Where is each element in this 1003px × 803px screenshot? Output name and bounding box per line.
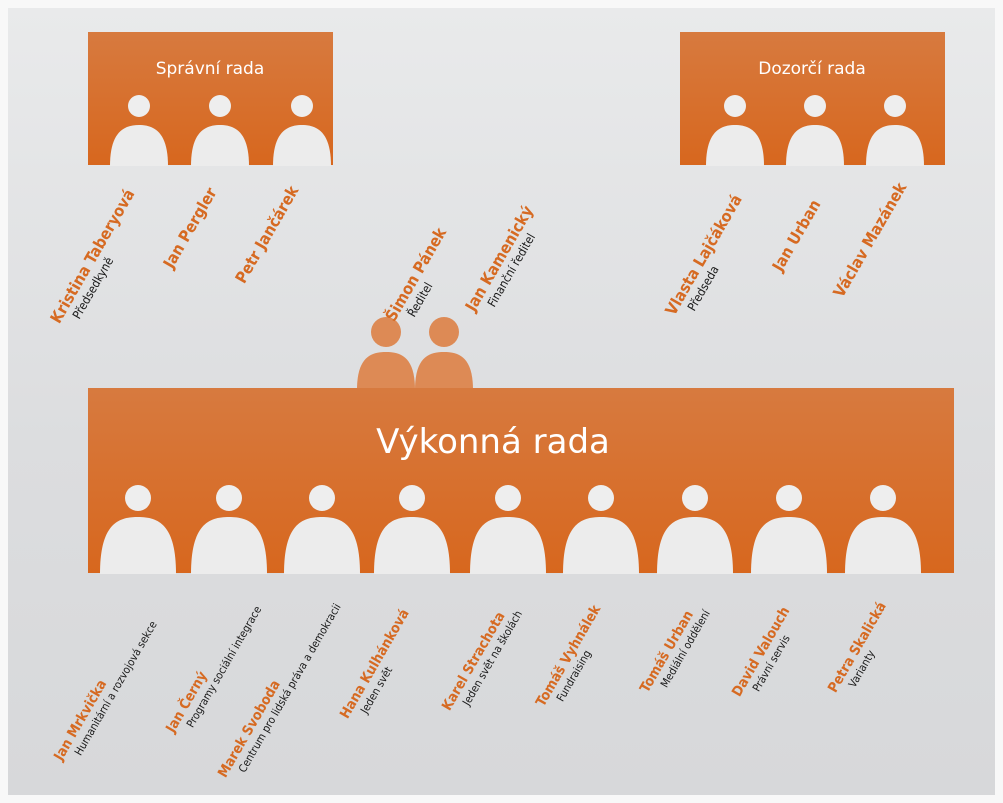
vykonna-seat-body-4 [374, 517, 450, 574]
spravni-seat-body-3 [273, 125, 331, 166]
dozorci-rada-board: Dozorčí rada [680, 32, 945, 166]
vykonna-seat-head-1 [125, 485, 151, 511]
vykonna-seat-body-1 [100, 517, 176, 574]
vykonna-seat-body-3 [284, 517, 360, 574]
spravni-seat-body-1 [110, 125, 168, 166]
dozorci-seat-head-3 [884, 95, 906, 117]
vykonna-seat-head-7 [682, 485, 708, 511]
vykonna-seat-head-3 [309, 485, 335, 511]
boards-graphic: Správní rada Dozorčí rada Výkonná rada [88, 32, 954, 574]
vykonna-seat-body-5 [470, 517, 546, 574]
spravni-seat-head-1 [128, 95, 150, 117]
vykonna-seat-body-6 [563, 517, 639, 574]
vykonna-seat-body-7 [657, 517, 733, 574]
vykonna-seat-head-5 [495, 485, 521, 511]
vykonna-seat-head-6 [588, 485, 614, 511]
vykonna-rada-board: Výkonná rada [88, 388, 954, 574]
dozorci-rada-title: Dozorčí rada [758, 59, 866, 79]
dozorci-seat-body-2 [786, 125, 844, 166]
leader-1-head [371, 317, 401, 347]
org-chart: Správní rada Dozorčí rada Výkonná rada K… [8, 8, 995, 795]
vykonna-rada-title: Výkonná rada [376, 422, 610, 462]
dozorci-seat-head-1 [724, 95, 746, 117]
dozorci-seat-body-3 [866, 125, 924, 166]
vykonna-seat-head-4 [399, 485, 425, 511]
vykonna-seat-head-9 [870, 485, 896, 511]
vykonna-seat-body-9 [845, 517, 921, 574]
spravni-seat-body-2 [191, 125, 249, 166]
spravni-rada-title: Správní rada [156, 59, 265, 79]
leader-1-body [357, 352, 415, 390]
dozorci-seat-head-2 [804, 95, 826, 117]
vykonna-seat-body-2 [191, 517, 267, 574]
leader-2-body [415, 352, 473, 390]
spravni-rada-board: Správní rada [88, 32, 333, 166]
dozorci-seat-body-1 [706, 125, 764, 166]
vykonna-seat-head-2 [216, 485, 242, 511]
leader-figures [357, 317, 473, 390]
leader-2-head [429, 317, 459, 347]
spravni-seat-head-3 [291, 95, 313, 117]
spravni-seat-head-2 [209, 95, 231, 117]
vykonna-seat-body-8 [751, 517, 827, 574]
vykonna-seat-head-8 [776, 485, 802, 511]
